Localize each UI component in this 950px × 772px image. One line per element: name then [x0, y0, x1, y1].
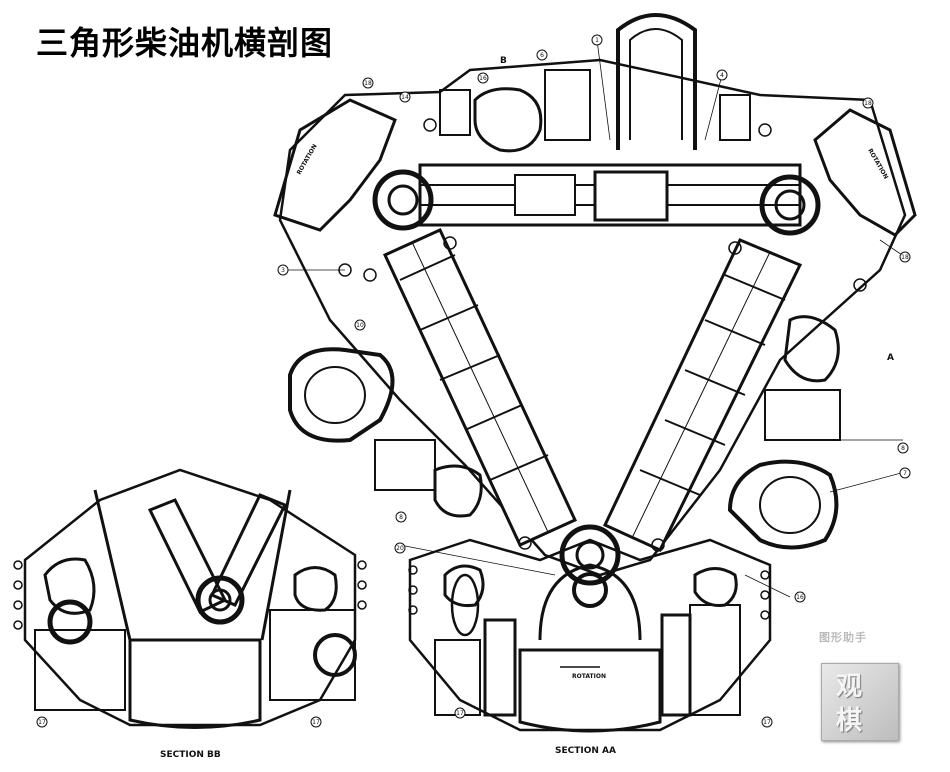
left-rotation-casing: [273, 98, 397, 232]
bb-left-gear-box: [34, 629, 126, 711]
callout-number: 18: [864, 100, 872, 107]
aa-right-accessory: [689, 604, 741, 716]
callout-number: 8: [399, 514, 403, 521]
bb-oil-pan: [128, 638, 262, 729]
rotation-label-left: ROTATION: [296, 143, 319, 176]
callout-bubble: 7: [899, 467, 911, 479]
upper-left-chamber: [473, 87, 543, 153]
watermark-stamp: 观 棋: [821, 663, 899, 741]
bb-left-ring: [47, 599, 93, 645]
callout-bubble: 20: [394, 542, 406, 554]
callout-number: 8: [901, 445, 905, 452]
bb-crank: [195, 575, 245, 625]
callout-bubble: 16: [794, 591, 806, 603]
callout-bubble: 16: [477, 72, 489, 84]
callout-number: 17: [763, 719, 771, 726]
section-aa-label: SECTION AA: [555, 746, 616, 756]
callout-bubble: 8: [395, 511, 407, 523]
right-pump-housing: [727, 459, 839, 550]
top-arch: [616, 13, 697, 150]
callout-bubble: 18: [862, 97, 874, 109]
bb-right-pump: [293, 566, 338, 612]
aa-right-pump: [693, 567, 738, 607]
aa-right-flywheel: [660, 613, 692, 717]
callout-number: 1: [595, 37, 599, 44]
aa-left-nozzle: [450, 573, 480, 637]
aa-center-arch: [538, 563, 642, 641]
right-rotation-casing: [813, 108, 917, 237]
main-frame-outline: [278, 58, 907, 577]
callout-number: 20: [396, 545, 404, 552]
top-accessory-1: [439, 89, 471, 136]
callout-number: 7: [903, 470, 907, 477]
section-aa-drawing: [408, 538, 772, 733]
callout-number: 16: [479, 75, 487, 82]
callouts: 1 4 18 14 16 6 18 18 3 10 8 7 8 20 16 17…: [36, 34, 911, 728]
callout-number: 14: [401, 94, 409, 101]
bb-right-con-rod: [209, 493, 288, 607]
right-accessory: [764, 389, 841, 441]
aa-oil-pan: [518, 648, 662, 733]
callout-number: 3: [281, 267, 285, 274]
aa-left-flywheel: [483, 618, 517, 717]
bb-outer-frame: [23, 468, 357, 727]
left-accessory: [374, 439, 436, 491]
callout-bubble: 17: [761, 716, 773, 728]
callout-number: 10: [356, 322, 364, 329]
callout-number: 6: [540, 52, 544, 59]
bb-right-ring: [313, 633, 357, 677]
callout-number: 18: [364, 80, 372, 87]
aa-crank: [572, 572, 608, 608]
section-bb-label: SECTION BB: [160, 750, 221, 760]
watermark-seal: 图形助手 观 棋: [813, 625, 905, 745]
right-chamber: [783, 315, 840, 383]
watermark-char: 棋: [836, 706, 863, 736]
bottom-crank: [559, 524, 621, 586]
callout-number: 17: [456, 710, 464, 717]
callout-bubble: 1: [591, 34, 603, 46]
callout-number: 4: [720, 72, 724, 79]
right-cylinder-bank: [602, 238, 803, 552]
callout-bubble: 8: [897, 442, 909, 454]
callout-bubble: 17: [454, 707, 466, 719]
watermark-char: 观: [836, 672, 863, 702]
callout-bubble: 3: [277, 264, 289, 276]
lower-left-chamber: [433, 464, 483, 518]
callout-number: 16: [796, 594, 804, 601]
watermark-text: 图形助手: [819, 631, 867, 644]
right-top-crank: [759, 174, 821, 236]
callout-bubble: 14: [399, 91, 411, 103]
callout-bubble: 6: [536, 49, 548, 61]
callout-bubble: 17: [36, 716, 48, 728]
view-a-label: A: [887, 353, 894, 363]
top-accessory-3: [719, 94, 751, 141]
aa-left-pump: [443, 564, 485, 607]
rotation-label-bottom: ROTATION: [572, 673, 606, 680]
aa-outer-frame: [408, 538, 772, 732]
callout-bubble: 4: [716, 69, 728, 81]
view-b-label: B: [500, 56, 507, 66]
callout-bubble: 18: [899, 251, 911, 263]
callout-number: 17: [312, 719, 320, 726]
top-accessory-2: [544, 69, 591, 141]
callout-bubble: 18: [362, 77, 374, 89]
section-bb-drawing: [13, 468, 367, 729]
left-top-crank: [372, 169, 434, 231]
bb-right-gear-box: [269, 609, 356, 701]
page-title: 三角形柴油机横剖图: [36, 24, 334, 62]
top-arch-inner: [629, 28, 683, 140]
bb-left-pump: [43, 557, 96, 615]
left-pump-housing: [288, 347, 395, 443]
callout-number: 18: [901, 254, 909, 261]
callout-bubble: 10: [354, 319, 366, 331]
callout-bubble: 17: [310, 716, 322, 728]
callout-number: 17: [38, 719, 46, 726]
main-engine-section: [273, 13, 917, 598]
